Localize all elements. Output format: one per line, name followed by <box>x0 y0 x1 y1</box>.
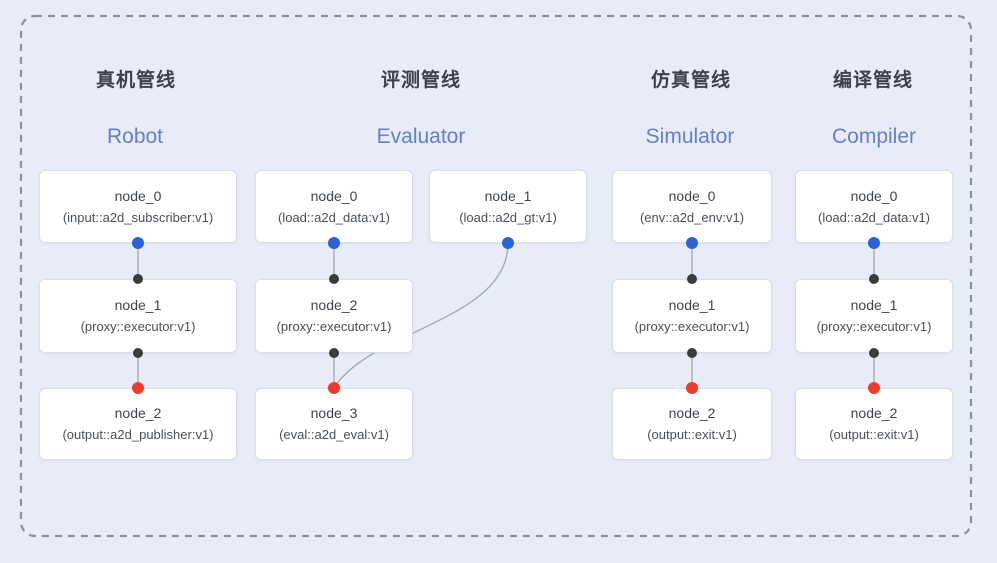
output-port-dot <box>687 348 697 358</box>
node-title: node_3 <box>310 405 358 422</box>
node-title: node_1 <box>668 297 716 314</box>
node-subtitle: (proxy::executor:v1) <box>276 319 392 335</box>
node-compiler-node1: node_1 (proxy::executor:v1) <box>795 279 953 353</box>
output-port-dot <box>869 348 879 358</box>
node-evaluator-node3: node_3 (eval::a2d_eval:v1) <box>255 388 413 460</box>
pipeline-title-zh-robot: 真机管线 <box>95 70 177 91</box>
output-port-dot <box>133 348 143 358</box>
node-evaluator-node2: node_2 (proxy::executor:v1) <box>255 279 413 353</box>
node-title: node_2 <box>668 405 716 422</box>
pipeline-title-zh-compiler: 编译管线 <box>832 70 914 91</box>
node-title: node_0 <box>114 187 162 204</box>
node-subtitle: (eval::a2d_eval:v1) <box>279 427 389 443</box>
input-port-dot <box>133 274 143 284</box>
node-title: node_1 <box>114 297 162 314</box>
final-input-port-dot <box>132 382 144 394</box>
node-title: node_0 <box>850 187 898 204</box>
node-evaluator-node1: node_1 (load::a2d_gt:v1) <box>429 170 587 243</box>
final-input-port-dot <box>328 382 340 394</box>
input-port-dot <box>687 274 697 284</box>
pipeline-title-en-evaluator: Evaluator <box>376 125 466 148</box>
final-input-port-dot <box>686 382 698 394</box>
node-subtitle: (proxy::executor:v1) <box>80 319 196 335</box>
node-simulator-node2: node_2 (output::exit:v1) <box>612 388 772 460</box>
node-subtitle: (input::a2d_subscriber:v1) <box>62 209 214 225</box>
node-title: node_0 <box>668 187 716 204</box>
node-subtitle: (load::a2d_data:v1) <box>277 209 391 225</box>
node-subtitle: (output::a2d_publisher:v1) <box>62 427 214 443</box>
node-title: node_2 <box>850 405 898 422</box>
node-robot-node1: node_1 (proxy::executor:v1) <box>39 279 237 353</box>
node-robot-node0: node_0 (input::a2d_subscriber:v1) <box>39 170 237 243</box>
node-compiler-node2: node_2 (output::exit:v1) <box>795 388 953 460</box>
pipeline-title-zh-evaluator: 评测管线 <box>380 70 462 91</box>
edge-evaluator-1-3-curve <box>333 243 509 389</box>
node-simulator-node1: node_1 (proxy::executor:v1) <box>612 279 772 353</box>
output-port-dot <box>328 237 340 249</box>
node-subtitle: (env::a2d_env:v1) <box>639 209 745 225</box>
pipeline-title-zh-simulator: 仿真管线 <box>650 70 732 91</box>
node-evaluator-node0: node_0 (load::a2d_data:v1) <box>255 170 413 243</box>
node-subtitle: (proxy::executor:v1) <box>816 319 932 335</box>
node-compiler-node0: node_0 (load::a2d_data:v1) <box>795 170 953 243</box>
node-subtitle: (output::exit:v1) <box>829 427 919 443</box>
node-title: node_0 <box>310 187 358 204</box>
pipeline-title-en-robot: Robot <box>106 125 164 148</box>
node-title: node_1 <box>484 187 532 204</box>
node-simulator-node0: node_0 (env::a2d_env:v1) <box>612 170 772 243</box>
node-subtitle: (load::a2d_gt:v1) <box>459 209 557 225</box>
node-robot-node2: node_2 (output::a2d_publisher:v1) <box>39 388 237 460</box>
node-title: node_2 <box>114 405 162 422</box>
node-subtitle: (load::a2d_data:v1) <box>817 209 931 225</box>
pipeline-title-en-simulator: Simulator <box>645 125 735 148</box>
node-subtitle: (proxy::executor:v1) <box>634 319 750 335</box>
input-port-dot <box>869 274 879 284</box>
output-port-dot <box>329 348 339 358</box>
final-input-port-dot <box>868 382 880 394</box>
node-title: node_2 <box>310 297 358 314</box>
output-port-dot <box>686 237 698 249</box>
pipeline-title-en-compiler: Compiler <box>831 125 917 148</box>
dashed-boundary <box>19 14 973 538</box>
output-port-dot <box>868 237 880 249</box>
node-title: node_1 <box>850 297 898 314</box>
output-port-dot <box>502 237 514 249</box>
input-port-dot <box>329 274 339 284</box>
node-subtitle: (output::exit:v1) <box>647 427 737 443</box>
output-port-dot <box>132 237 144 249</box>
